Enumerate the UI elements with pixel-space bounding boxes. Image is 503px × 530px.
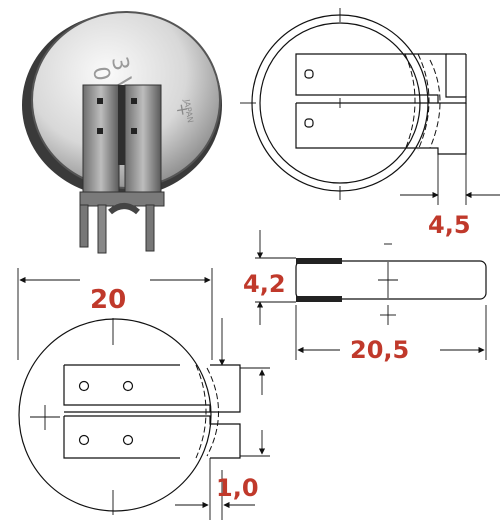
photo-pin-right: [145, 204, 155, 252]
dim-label-diameter: 20: [90, 285, 126, 315]
cell-digit-text: 0: [87, 65, 114, 83]
side-view-drawing: 4,2 20,5: [243, 230, 487, 364]
top-view-drawing: 4,5: [240, 8, 500, 239]
dim-label-thickness: 4,2: [243, 270, 286, 298]
photo-pin-left: [79, 204, 89, 248]
cell-origin-text: JAPAN: [182, 98, 195, 124]
bottom-view-drawing: 20 1,0: [17, 268, 270, 520]
dim-label-tab-width: 4,5: [428, 211, 471, 239]
dim-label-length: 20,5: [350, 336, 409, 364]
photo-tab-holes: [97, 98, 137, 134]
cell-polarity-mark: +: [172, 101, 193, 118]
coin-cell-photo: 0 3 V + JAPAN: [22, 11, 222, 254]
photo-tab-left: [82, 84, 120, 206]
photo-tab-right: [124, 84, 162, 206]
dim-label-tab-offset: 1,0: [216, 474, 259, 502]
photo-pin-mid: [97, 204, 107, 254]
